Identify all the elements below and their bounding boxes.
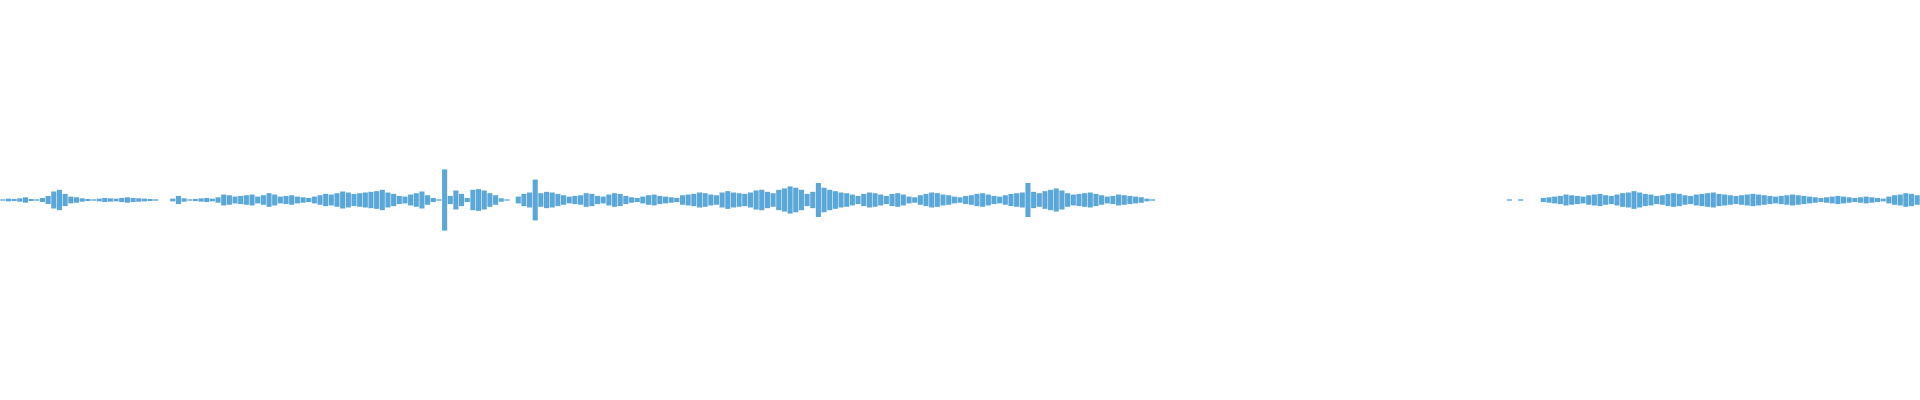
waveform-peaks xyxy=(0,169,1920,231)
